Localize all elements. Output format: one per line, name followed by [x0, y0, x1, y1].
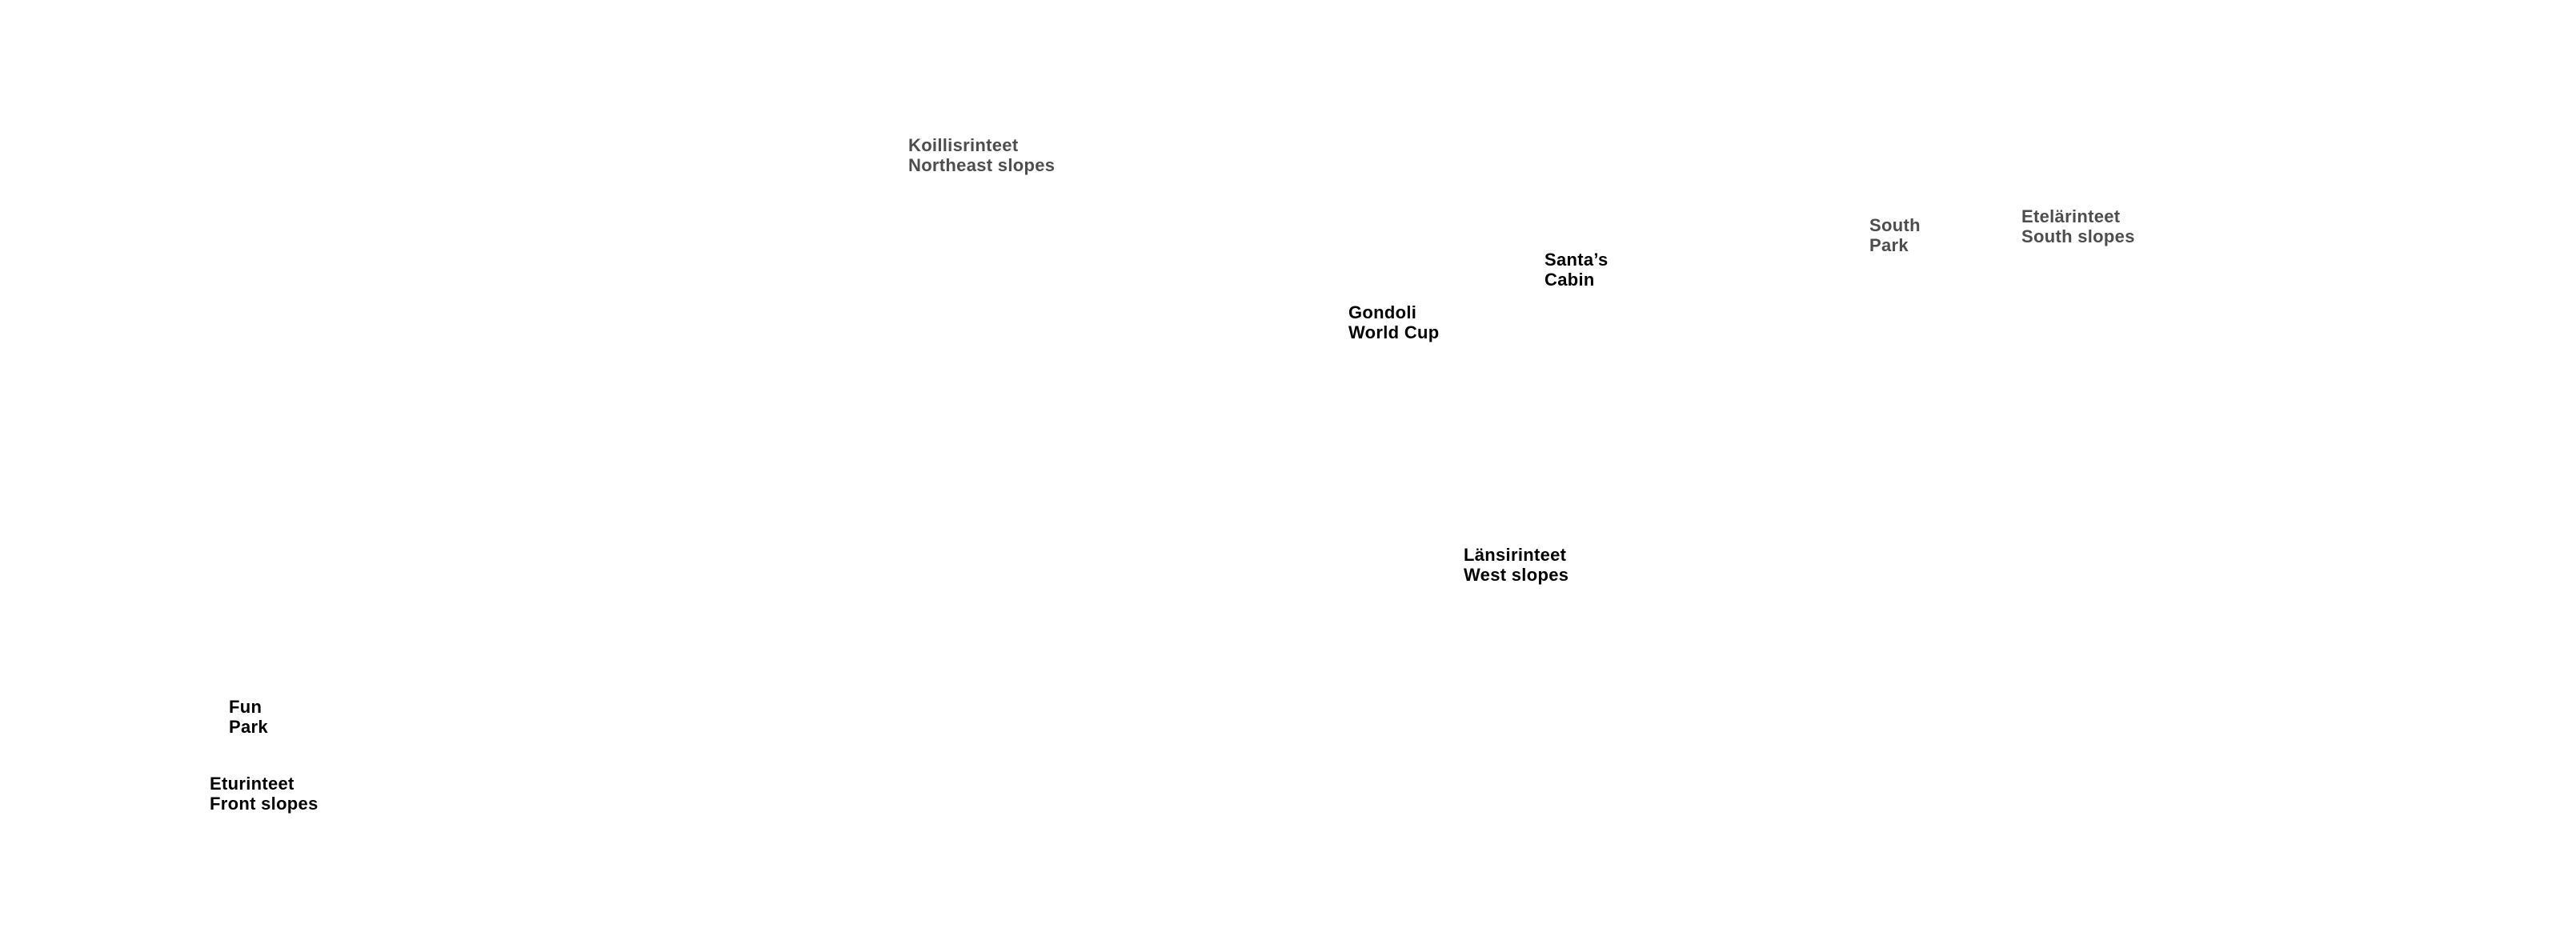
label-west-slopes[interactable]: Länsirinteet West slopes: [1464, 545, 1568, 585]
label-northeast-slopes[interactable]: Koillisrinteet Northeast slopes: [908, 135, 1055, 175]
label-fi: Koillisrinteet: [908, 135, 1019, 155]
label-line1: Fun: [229, 697, 262, 717]
label-line1: Gondoli: [1348, 302, 1417, 322]
label-front-slopes[interactable]: Eturinteet Front slopes: [210, 774, 318, 814]
label-line2: Park: [1869, 235, 1909, 255]
label-fi: Länsirinteet: [1464, 545, 1567, 565]
label-en: Front slopes: [210, 794, 318, 814]
label-line1: South: [1869, 215, 1921, 235]
label-line2: Park: [229, 717, 268, 737]
label-en: West slopes: [1464, 565, 1569, 585]
label-line1: Santa’s: [1544, 250, 1608, 270]
label-line2: Cabin: [1544, 270, 1595, 290]
label-en: South slopes: [2021, 226, 2135, 246]
label-line2: World Cup: [1348, 322, 1440, 342]
label-south-slopes[interactable]: Etelärinteet South slopes: [2021, 206, 2135, 246]
label-south-park[interactable]: South Park: [1869, 215, 1921, 255]
label-en: Northeast slopes: [908, 155, 1056, 175]
label-fun-park[interactable]: Fun Park: [229, 697, 268, 737]
label-gondoli-world-cup[interactable]: Gondoli World Cup: [1348, 302, 1440, 342]
label-fi: Etelärinteet: [2021, 206, 2121, 226]
label-santas-cabin[interactable]: Santa’s Cabin: [1544, 250, 1608, 290]
label-fi: Eturinteet: [210, 774, 294, 794]
